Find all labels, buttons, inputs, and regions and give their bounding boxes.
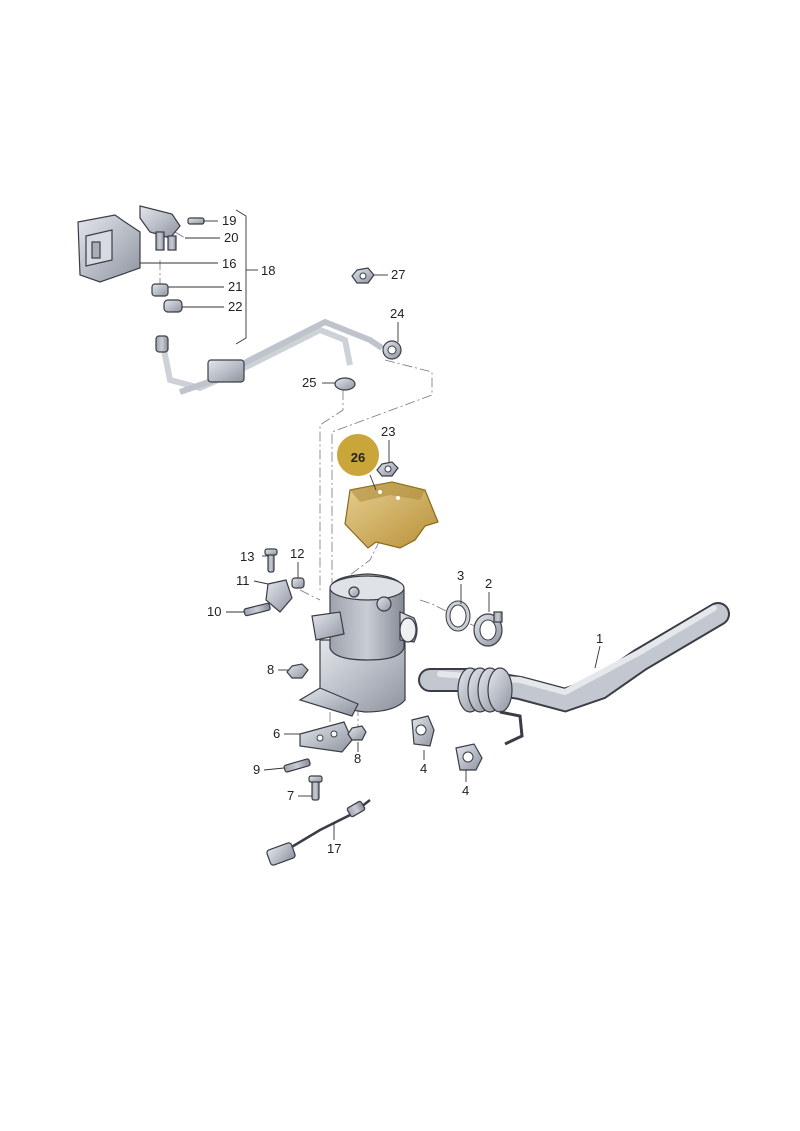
label-11: 11 [236, 573, 250, 588]
label-12: 12 [290, 546, 304, 561]
particulate-filter [298, 573, 418, 717]
label-21: 21 [228, 279, 242, 294]
mount-4a [411, 715, 435, 747]
bolt-9 [283, 758, 311, 773]
label-8b: 8 [354, 751, 361, 766]
flex-bellows [457, 667, 513, 713]
label-22: 22 [228, 299, 242, 314]
screw-19 [187, 217, 205, 225]
label-6: 6 [273, 726, 280, 741]
label-23: 23 [381, 424, 395, 439]
clip-22 [163, 299, 183, 313]
mount-4b [455, 743, 483, 771]
exhaust-pipe-1 [418, 602, 730, 746]
highlight-badge-number: 26 [351, 450, 365, 465]
label-4a: 4 [420, 761, 427, 776]
label-24: 24 [390, 306, 404, 321]
label-19: 19 [222, 213, 236, 228]
clip-21 [151, 283, 169, 297]
clamp-24 [382, 340, 402, 360]
nut-23 [376, 461, 399, 477]
pressure-sensor-assembly [77, 205, 181, 283]
part-labels: 19 20 16 18 21 22 27 24 25 23 13 12 11 1… [207, 213, 603, 856]
bracket-6 [299, 721, 353, 753]
heat-shield-26 [344, 481, 439, 549]
label-16: 16 [222, 256, 236, 271]
label-20: 20 [224, 230, 238, 245]
label-2: 2 [485, 576, 492, 591]
clamp-25 [334, 377, 356, 391]
nut-27 [351, 267, 375, 284]
label-9: 9 [253, 762, 260, 777]
label-8a: 8 [267, 662, 274, 677]
bolt-7 [308, 775, 323, 801]
label-13: 13 [240, 549, 254, 564]
clamp-2 [473, 611, 503, 647]
bolt-12 [291, 577, 305, 589]
highlight-badge-26: 26 [335, 432, 381, 478]
label-10: 10 [207, 604, 221, 619]
label-3: 3 [457, 568, 464, 583]
label-18: 18 [261, 263, 275, 278]
bolt-10 [243, 602, 271, 617]
hose-pipe-assembly [155, 318, 384, 395]
label-7: 7 [287, 788, 294, 803]
label-1: 1 [596, 631, 603, 646]
highlight-badge-circle [335, 432, 381, 478]
temperature-sensor-17 [266, 799, 371, 866]
group-bracket-18 [235, 209, 258, 345]
leader-lines [140, 220, 601, 840]
label-27: 27 [391, 267, 405, 282]
nut-8b [347, 725, 367, 741]
label-25: 25 [302, 375, 316, 390]
nut-8a [286, 663, 309, 679]
bracket-11 [265, 579, 293, 613]
bolt-13 [264, 548, 278, 573]
gasket-3 [445, 600, 471, 632]
label-4b: 4 [462, 783, 469, 798]
label-17: 17 [327, 841, 341, 856]
